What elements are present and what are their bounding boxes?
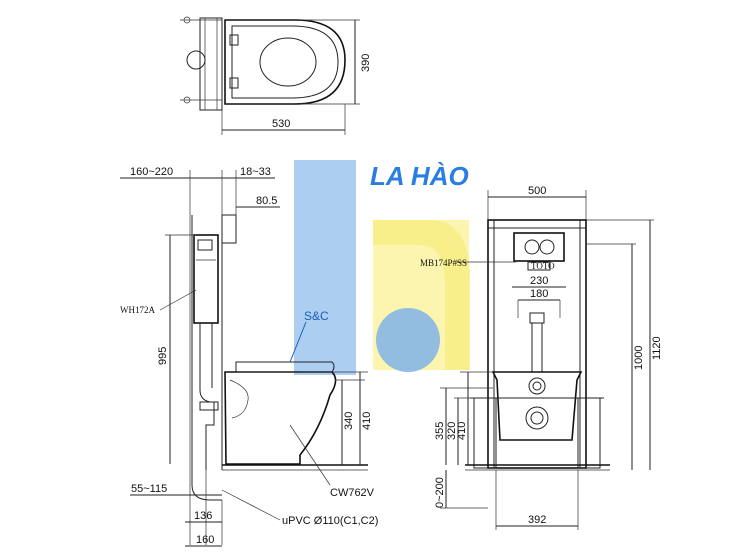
dim-160-220: 160~220 [130,166,173,178]
top-view: 530 390 [180,16,372,135]
side-bowl [224,371,337,465]
side-view: 160~220 18~33 80.5 WH172A 995 S&C [120,166,378,547]
dim-18-33: 18~33 [240,166,271,178]
dim-392: 392 [528,514,546,526]
dim-530: 530 [272,118,290,130]
dim-0-200: 0~200 [434,477,446,508]
dim-320: 320 [446,422,458,440]
dim-80-5: 80.5 [256,195,277,207]
watermark-blue-circle [376,308,440,372]
cistern-label: WH172A [120,305,155,315]
dim-1000: 1000 [633,346,645,370]
top-view-seat [224,19,346,105]
watermark-blue-bar [294,160,356,375]
dim-410-front: 410 [456,422,468,440]
bowl-label: CW762V [330,487,375,499]
flush-plate [513,232,565,262]
dim-500: 500 [528,185,546,197]
front-bowl [491,371,583,441]
la-hao-watermark: LA HÀO [294,160,470,375]
dim-1120: 1120 [651,336,663,360]
pipe-label: uPVC Ø110(C1,C2) [282,515,378,527]
dim-180: 180 [530,288,548,300]
dim-390: 390 [360,54,372,72]
dim-340: 340 [343,412,355,430]
dim-136: 136 [194,510,212,522]
dim-160: 160 [196,534,214,546]
front-view: 500 TOTO MB174P#SS 230 180 [420,185,663,530]
plate-label: MB174P#SS [420,258,467,268]
front-frame [487,219,587,469]
watermark-yellow-arc [373,220,470,370]
dim-55-115: 55~115 [131,483,167,495]
seat-label: S&C [304,309,329,323]
brand-label: TOTO [531,261,555,271]
dim-995: 995 [157,347,169,365]
dim-230: 230 [530,275,548,287]
watermark-text: LA HÀO [370,161,469,191]
side-cistern [193,234,219,324]
dim-355: 355 [434,422,446,440]
dim-410: 410 [361,412,373,430]
